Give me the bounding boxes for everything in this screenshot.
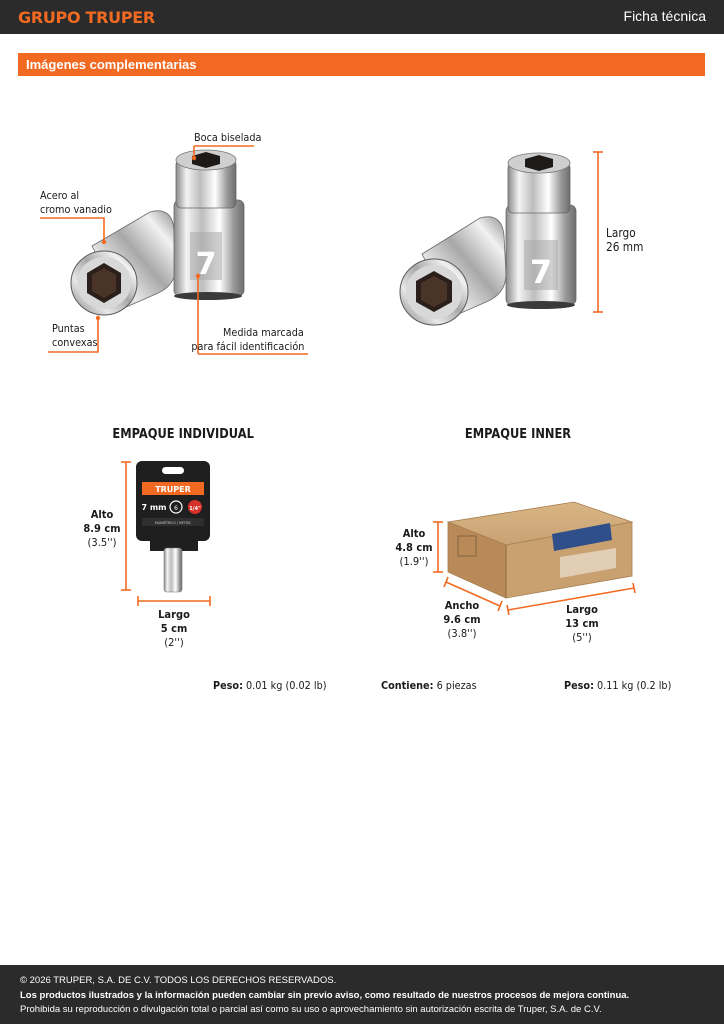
- section-header: Imágenes complementarias: [18, 53, 705, 76]
- individual-alto-dimension: Alto 8.9 cm (3.5''): [79, 508, 126, 550]
- lying-socket-2: [399, 216, 507, 326]
- acero-callout-line: [40, 217, 105, 242]
- inner-alto-label: Alto: [402, 527, 426, 540]
- card-brand: TRUPER: [155, 485, 191, 494]
- brand-logo: GRUPO TRUPER: [18, 8, 155, 27]
- inner-largo-alt: (5''): [572, 631, 592, 644]
- inner-alto-alt: (1.9''): [399, 555, 429, 568]
- socket-size-mark: 7: [196, 247, 217, 282]
- inner-ancho-value: 9.6 cm: [443, 613, 481, 626]
- section-title: Imágenes complementarias: [26, 57, 197, 72]
- inner-ancho-label: Ancho: [444, 599, 480, 612]
- inner-peso-value: 0.11 kg (0.2 lb): [597, 679, 672, 692]
- footer-copyright: © 2026 TRUPER, S.A. DE C.V. TODOS LOS DE…: [20, 975, 337, 986]
- card-size: 7 mm: [141, 503, 166, 512]
- inner-largo-value: 13 cm: [565, 617, 599, 630]
- medida-callout-line1: Medida marcada: [223, 326, 304, 339]
- socket-size-mark-2: 7: [530, 253, 552, 291]
- individual-peso: Peso: 0.01 kg (0.02 lb): [213, 679, 327, 692]
- puntas-callout-line1: Puntas: [52, 322, 85, 335]
- boca-callout: Boca biselada: [194, 131, 262, 144]
- inner-heading: EMPAQUE INNER: [464, 427, 572, 442]
- lying-socket: [70, 210, 177, 316]
- individual-peso-value: 0.01 kg (0.02 lb): [246, 679, 327, 692]
- footer: © 2026 TRUPER, S.A. DE C.V. TODOS LOS DE…: [0, 965, 724, 1024]
- card-point: 6: [174, 505, 178, 512]
- largo-dimension-line: [593, 151, 603, 313]
- individual-alto-alt: (3.5''): [87, 536, 117, 549]
- inner-peso-label: Peso:: [564, 679, 594, 692]
- individual-largo-value: 5 cm: [160, 622, 188, 635]
- largo-label: Largo: [606, 226, 636, 240]
- inner-largo-dimension: Largo 13 cm (5''): [559, 603, 606, 645]
- card-system: MILIMÉTRICO / METRIC: [155, 520, 192, 525]
- individual-largo-alt: (2''): [164, 636, 184, 649]
- blister-card: [136, 461, 210, 593]
- standing-socket-2: [505, 152, 577, 309]
- individual-heading: EMPAQUE INDIVIDUAL: [112, 427, 254, 442]
- individual-alto-label: Alto: [90, 508, 114, 521]
- inner-contiene-value: 6 piezas: [436, 679, 477, 692]
- individual-largo-dimension: Largo 5 cm (2''): [151, 608, 198, 650]
- inner-ancho-alt: (3.8''): [447, 627, 477, 640]
- individual-peso-label: Peso:: [213, 679, 243, 692]
- inner-alto-value: 4.8 cm: [395, 541, 433, 554]
- inner-peso: Peso: 0.11 kg (0.2 lb): [564, 679, 671, 692]
- individual-largo-label: Largo: [158, 608, 190, 621]
- footer-rights: Prohibida su reproducción o divulgación …: [20, 1004, 602, 1015]
- top-bar: GRUPO TRUPER Ficha técnica: [0, 0, 724, 34]
- inner-largo-label: Largo: [566, 603, 598, 616]
- inner-contiene-label: Contiene:: [381, 679, 434, 692]
- individual-largo-line: [137, 596, 211, 606]
- document-type: Ficha técnica: [623, 8, 706, 24]
- inner-contiene: Contiene: 6 piezas: [381, 679, 477, 692]
- inner-ancho-dimension: Ancho 9.6 cm (3.8''): [439, 599, 486, 641]
- puntas-callout-line2: convexas: [52, 336, 98, 349]
- inner-box: [446, 501, 634, 599]
- acero-callout-line2: cromo vanadio: [40, 203, 112, 216]
- standing-socket: [173, 149, 245, 300]
- acero-callout-line1: Acero al: [40, 189, 80, 202]
- medida-callout-line2: para fácil identificación: [190, 340, 304, 353]
- individual-alto-value: 8.9 cm: [83, 522, 121, 535]
- footer-notice: Los productos ilustrados y la informació…: [20, 990, 630, 1001]
- largo-value: 26 mm: [606, 240, 644, 254]
- inner-alto-dimension: Alto 4.8 cm (1.9''): [391, 527, 438, 569]
- card-drive: 1/4": [189, 506, 201, 512]
